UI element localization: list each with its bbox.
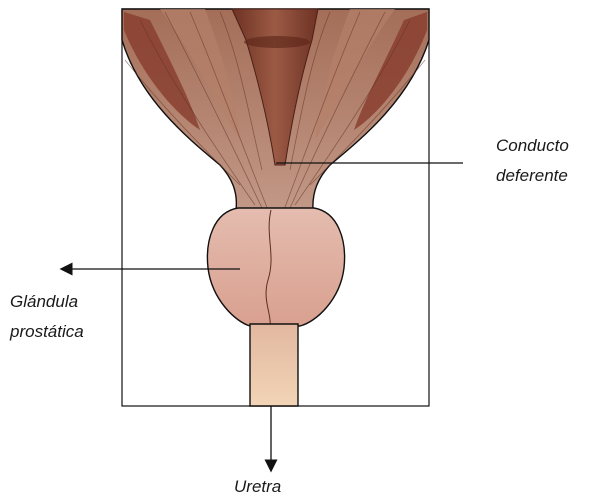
label-prostate-line1: Glándula xyxy=(10,287,84,317)
prostate xyxy=(207,208,344,326)
label-prostate: Glándula prostática xyxy=(10,287,84,347)
label-prostate-line2: prostática xyxy=(10,317,84,347)
label-vas-deferens-line1: Conducto xyxy=(496,131,569,161)
urethra xyxy=(250,324,298,406)
inner-tube-opening xyxy=(244,36,310,48)
label-vas-deferens: Conducto deferente xyxy=(496,131,569,191)
label-urethra: Uretra xyxy=(234,472,281,502)
label-vas-deferens-line2: deferente xyxy=(496,161,569,191)
